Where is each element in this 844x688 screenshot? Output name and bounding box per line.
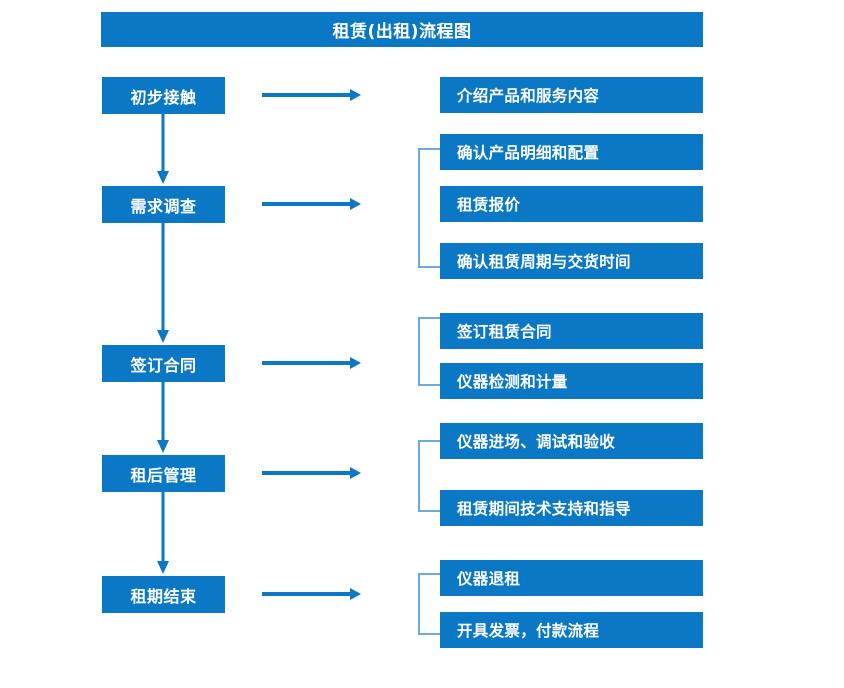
bracket-tick-top [418, 317, 440, 319]
stage-box-3[interactable]: 签订合同 [102, 345, 225, 382]
detail-box-6[interactable]: 仪器检测和计量 [440, 363, 703, 399]
bracket-tick-top [418, 573, 440, 575]
bracket-tick-bottom [418, 633, 440, 635]
detail-box-9[interactable]: 仪器退租 [440, 560, 703, 596]
group-bracket-icon-2 [418, 317, 440, 386]
bracket-tick-top [418, 440, 440, 442]
bracket-tick-bottom [418, 384, 440, 386]
bracket-tick-bottom [418, 266, 440, 268]
right-arrow-icon-1 [262, 89, 361, 101]
bracket-spine [418, 317, 420, 386]
group-bracket-icon-3 [418, 440, 440, 512]
group-bracket-icon-1 [418, 148, 440, 268]
stage-box-2[interactable]: 需求调查 [102, 186, 225, 223]
bracket-tick-bottom [418, 510, 440, 512]
detail-box-2[interactable]: 确认产品明细和配置 [440, 134, 703, 170]
bracket-spine [418, 148, 420, 268]
bracket-spine [418, 440, 420, 512]
detail-box-8[interactable]: 租赁期间技术支持和指导 [440, 490, 703, 526]
down-arrow-icon-2 [157, 223, 169, 343]
detail-box-5[interactable]: 签订租赁合同 [440, 313, 703, 349]
page-title: 租赁(出租)流程图 [101, 12, 703, 47]
down-arrow-icon-4 [157, 492, 169, 574]
right-arrow-icon-4 [262, 467, 361, 479]
detail-box-1[interactable]: 介绍产品和服务内容 [440, 77, 703, 113]
right-arrow-icon-3 [262, 357, 361, 369]
detail-box-3[interactable]: 租赁报价 [440, 186, 703, 222]
bracket-tick-top [418, 148, 440, 150]
detail-box-10[interactable]: 开具发票，付款流程 [440, 612, 703, 648]
detail-box-4[interactable]: 确认租赁周期与交货时间 [440, 243, 703, 279]
bracket-spine [418, 573, 420, 635]
stage-box-1[interactable]: 初步接触 [102, 77, 225, 114]
stage-box-5[interactable]: 租期结束 [102, 576, 225, 613]
down-arrow-icon-1 [157, 114, 169, 184]
group-bracket-icon-4 [418, 573, 440, 635]
right-arrow-icon-5 [262, 588, 361, 600]
right-arrow-icon-2 [262, 198, 361, 210]
down-arrow-icon-3 [157, 382, 169, 453]
detail-box-7[interactable]: 仪器进场、调试和验收 [440, 423, 703, 459]
stage-box-4[interactable]: 租后管理 [102, 455, 225, 492]
